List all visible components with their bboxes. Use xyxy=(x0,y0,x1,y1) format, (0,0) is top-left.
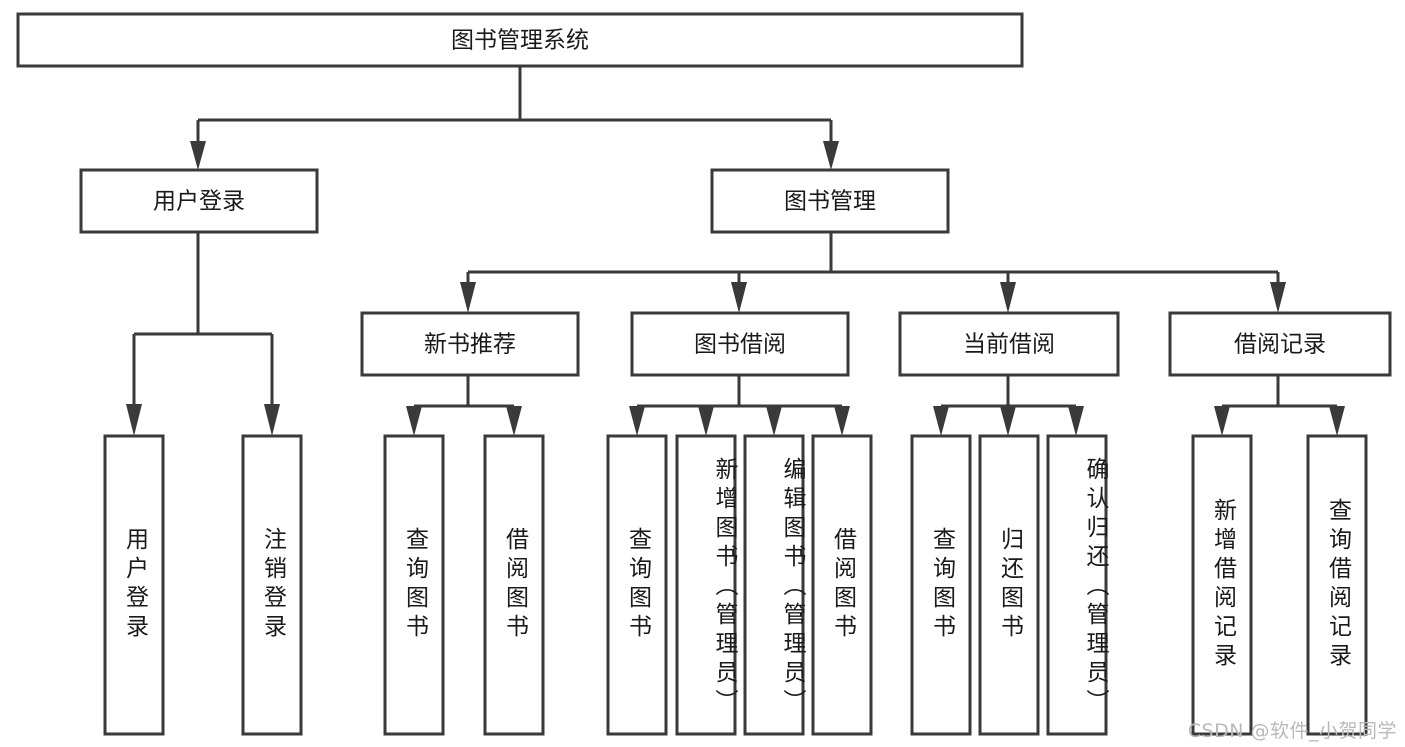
node-user-login-label: 用户登录 xyxy=(153,189,245,215)
leaf-box-logout[interactable] xyxy=(241,434,303,736)
leaf-box-borrow-lend[interactable] xyxy=(811,434,873,736)
node-book-borrow-box[interactable] xyxy=(630,311,850,377)
leaf-box-newbooks-query[interactable] xyxy=(383,434,445,736)
node-new-books[interactable]: 新书推荐 xyxy=(360,311,580,377)
arrow-borrow-leaf-4 xyxy=(834,406,850,436)
leaf-box-records-add[interactable] xyxy=(1191,434,1253,736)
arrow-borrow-leaf-2 xyxy=(698,406,714,436)
connectors xyxy=(126,66,1345,436)
node-user-login-box[interactable] xyxy=(79,168,319,234)
arrow-new-books-leaf-2 xyxy=(506,406,522,436)
arrow-current-leaf-3 xyxy=(1068,406,1084,436)
arrow-borrow-leaf-3 xyxy=(766,406,782,436)
arrow-book-manage-to-records xyxy=(1270,282,1286,313)
node-root-label: 图书管理系统 xyxy=(451,28,589,54)
node-root[interactable]: 图书管理系统 xyxy=(16,12,1024,68)
arrow-book-manage-to-borrow xyxy=(731,282,747,313)
leaf-boxes xyxy=(103,434,1368,736)
arrow-root-to-book-manage xyxy=(823,141,839,170)
leaf-box-user-login[interactable] xyxy=(103,434,165,736)
leaf-box-current-return[interactable] xyxy=(978,434,1040,736)
leaf-box-borrow-edit[interactable] xyxy=(743,434,805,736)
arrow-book-manage-to-new-books xyxy=(460,282,476,313)
arrow-records-leaf-1 xyxy=(1214,406,1230,436)
leaf-box-current-confirm[interactable] xyxy=(1046,434,1108,736)
node-current-borrow[interactable]: 当前借阅 xyxy=(898,311,1120,377)
node-borrow-records-label: 借阅记录 xyxy=(1234,332,1326,358)
arrow-borrow-leaf-1 xyxy=(629,406,645,436)
node-book-borrow[interactable]: 图书借阅 xyxy=(630,311,850,377)
arrow-current-leaf-1 xyxy=(933,406,949,436)
node-current-borrow-box[interactable] xyxy=(898,311,1120,377)
node-new-books-label: 新书推荐 xyxy=(424,332,516,358)
node-borrow-records-box[interactable] xyxy=(1168,311,1392,377)
node-new-books-box[interactable] xyxy=(360,311,580,377)
arrow-records-leaf-2 xyxy=(1329,406,1345,436)
node-borrow-records[interactable]: 借阅记录 xyxy=(1168,311,1392,377)
node-current-borrow-label: 当前借阅 xyxy=(963,332,1055,358)
arrow-root-to-user-login xyxy=(190,141,206,170)
node-book-borrow-label: 图书借阅 xyxy=(694,332,786,358)
arrow-user-login-leaf-1 xyxy=(126,404,142,436)
leaf-box-newbooks-borrow[interactable] xyxy=(483,434,545,736)
leaf-box-borrow-add[interactable] xyxy=(675,434,737,736)
leaf-box-current-query[interactable] xyxy=(910,434,972,736)
csdn-watermark: CSDN @软件_小贺同学 xyxy=(1187,720,1397,742)
arrow-book-manage-to-current xyxy=(1000,282,1016,313)
node-root-box[interactable] xyxy=(16,12,1024,68)
leaf-box-borrow-query[interactable] xyxy=(606,434,668,736)
arrow-new-books-leaf-1 xyxy=(406,406,422,436)
node-book-manage-label: 图书管理 xyxy=(784,189,876,215)
node-book-manage[interactable]: 图书管理 xyxy=(710,168,950,234)
arrow-user-login-leaf-2 xyxy=(264,404,280,436)
node-user-login[interactable]: 用户登录 xyxy=(79,168,319,234)
arrow-current-leaf-2 xyxy=(1000,406,1016,436)
leaf-box-records-query[interactable] xyxy=(1306,434,1368,736)
node-book-manage-box[interactable] xyxy=(710,168,950,234)
